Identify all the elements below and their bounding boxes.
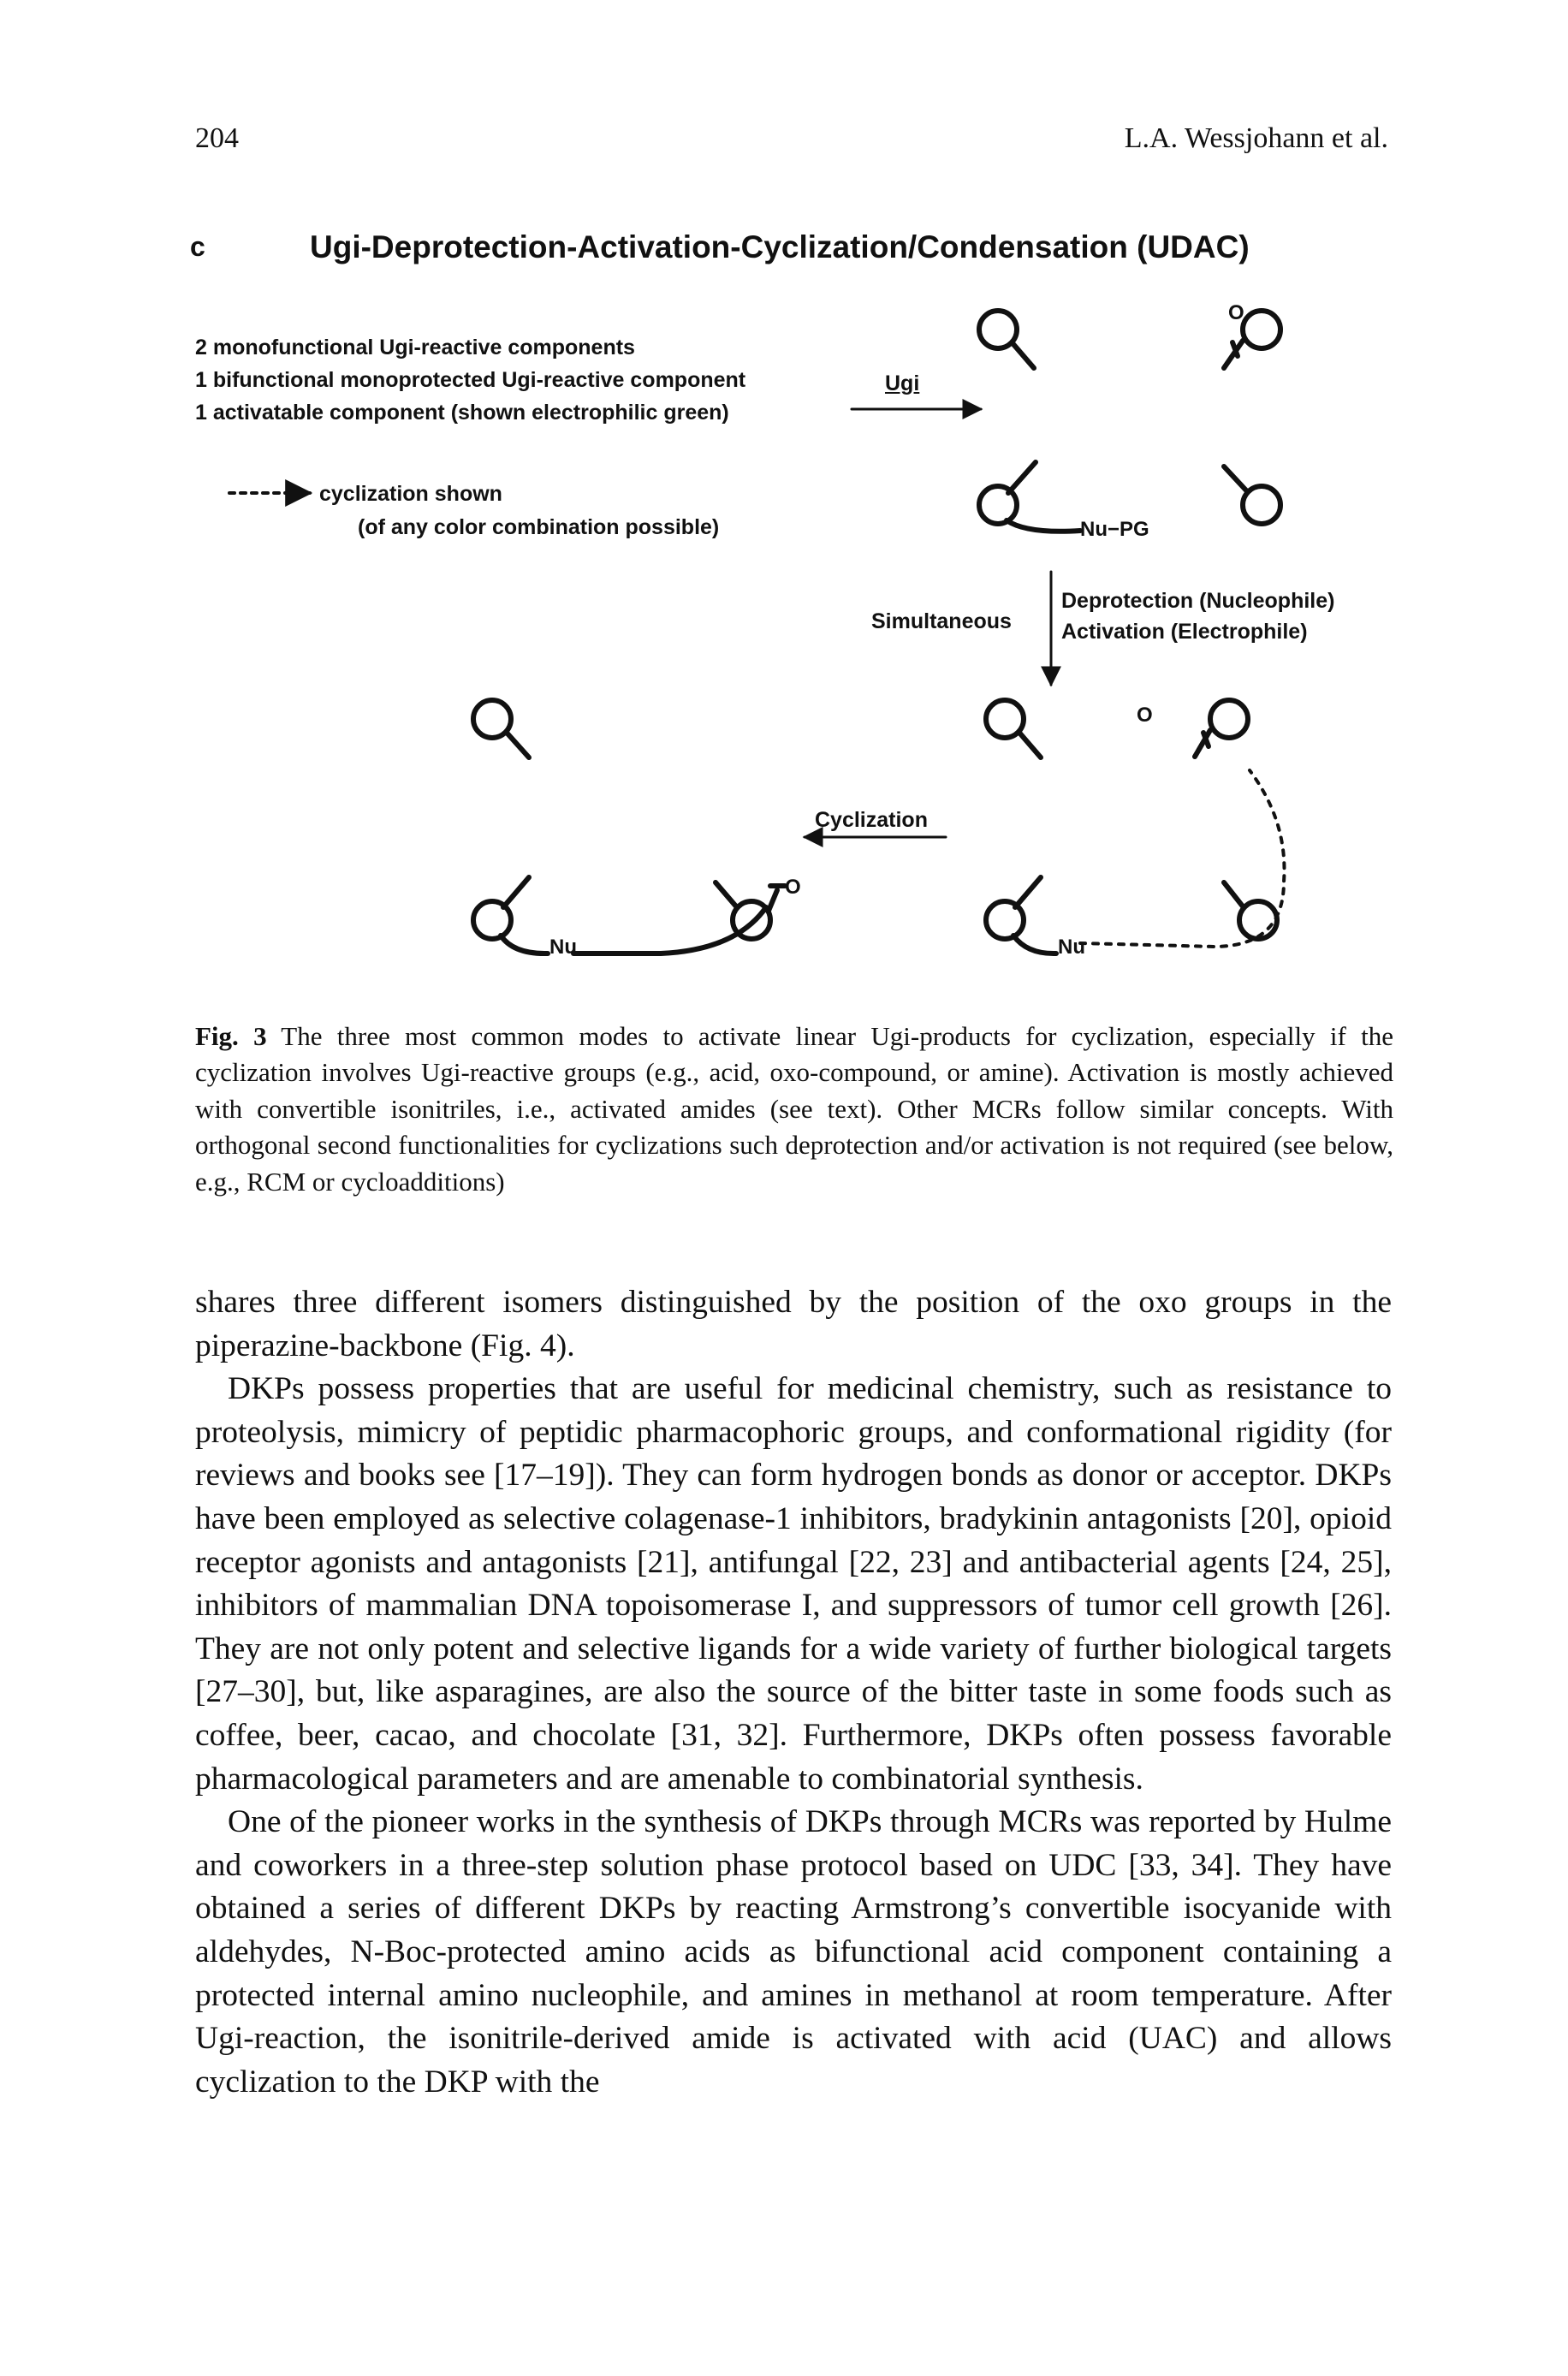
reactant-ring-4 xyxy=(1221,464,1283,526)
condition-line-3: 1 activatable component (shown electroph… xyxy=(195,401,729,425)
caption-text: The three most common modes to activate … xyxy=(195,1021,1393,1197)
figure-caption: Fig. 3 The three most common modes to ac… xyxy=(195,1019,1393,1200)
intermediate-ring-3 xyxy=(983,875,1059,957)
oxo-label-component: O xyxy=(1228,301,1244,324)
product-ring-2 xyxy=(471,875,550,957)
figure-panel-letter: c xyxy=(190,231,205,262)
simultaneous-label: Simultaneous xyxy=(871,609,1012,633)
body-paragraph-2: DKPs possess properties that are useful … xyxy=(195,1371,1392,1797)
reactant-ring-3 xyxy=(977,460,1083,534)
reactant-ring-2 xyxy=(1221,308,1283,371)
activation-label: Activation (Electrophile) xyxy=(1061,620,1308,644)
body-paragraph-3: One of the pioneer works in the synthesi… xyxy=(195,1804,1392,2100)
body-text: shares three different isomers distingui… xyxy=(195,1281,1392,2104)
product-ring-3 xyxy=(713,880,787,941)
intermediate-dashed-linker xyxy=(1078,769,1286,949)
reaction-scheme xyxy=(228,308,1286,957)
nu-pg-label: Nu−PG xyxy=(1080,518,1149,541)
intermediate-ring-1 xyxy=(983,698,1043,760)
oxo-label-product: O xyxy=(785,876,801,899)
intermediate-ring-2 xyxy=(1192,698,1250,759)
nu-label-intermediate: Nu xyxy=(1058,936,1085,959)
caption-label: Fig. 3 xyxy=(195,1021,267,1051)
legend-line-2: (of any color combination possible) xyxy=(358,515,720,539)
ugi-label: Ugi xyxy=(885,371,920,395)
reactant-ring-1 xyxy=(977,308,1036,371)
intermediate-ring-4 xyxy=(1221,880,1280,941)
deprotection-label: Deprotection (Nucleophile) xyxy=(1061,589,1335,613)
figure-title: Ugi-Deprotection-Activation-Cyclization/… xyxy=(310,229,1250,264)
product-linker xyxy=(571,905,769,956)
page-number: 204 xyxy=(195,122,239,154)
legend-line-1: cyclization shown xyxy=(319,482,502,506)
product-ring-1 xyxy=(471,698,532,760)
oxo-label-intermediate: O xyxy=(1137,704,1153,727)
condition-line-1: 2 monofunctional Ugi-reactive components xyxy=(195,336,635,359)
running-title: L.A. Wessjohann et al. xyxy=(1124,122,1388,154)
body-paragraph-1: shares three different isomers distingui… xyxy=(195,1285,1392,1363)
cyclization-label: Cyclization xyxy=(815,808,928,832)
condition-line-2: 1 bifunctional monoprotected Ugi-reactiv… xyxy=(195,368,746,392)
